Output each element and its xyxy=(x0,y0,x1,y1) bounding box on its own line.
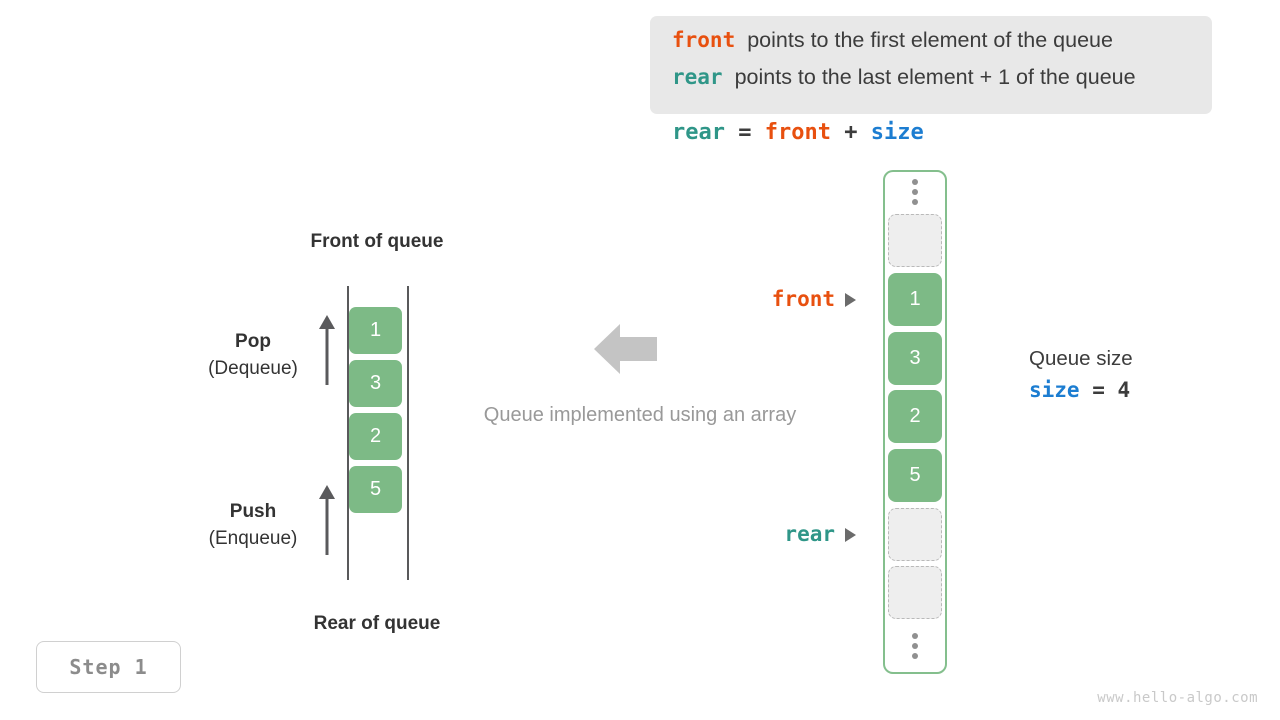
queue-element: 2 xyxy=(349,413,402,460)
array-cell-filled: 1 xyxy=(888,273,942,326)
legend-key-front: front xyxy=(672,28,736,52)
dot xyxy=(912,633,918,639)
dot xyxy=(912,179,918,185)
formula-term-front: front xyxy=(764,120,831,145)
left-arrow-icon xyxy=(594,324,657,374)
queue-element: 1 xyxy=(349,307,402,354)
queue-size-title: Queue size xyxy=(1029,347,1133,370)
array-cell-empty xyxy=(888,566,942,619)
array-cell-filled: 2 xyxy=(888,390,942,443)
formula-term-rear: rear xyxy=(672,120,725,145)
push-up-arrow-icon xyxy=(319,485,335,555)
legend-text-front: points to the first element of the queue xyxy=(747,28,1113,52)
pop-operation-label: Pop (Dequeue) xyxy=(173,329,333,383)
formula-equals: = xyxy=(724,120,765,145)
rear-pointer-label: rear xyxy=(784,522,835,546)
center-caption: Queue implemented using an array xyxy=(483,404,797,426)
queue-element: 5 xyxy=(349,466,402,513)
dot xyxy=(912,189,918,195)
legend-line-rear: rear points to the last element + 1 of t… xyxy=(672,65,1192,102)
pop-label-main: Pop xyxy=(235,331,271,352)
formula-rear-equals-front-plus-size: rear = front + size xyxy=(672,120,924,145)
watermark: www.hello-algo.com xyxy=(1097,690,1258,706)
legend-box: front points to the first element of the… xyxy=(650,16,1212,114)
legend-line-front: front points to the first element of the… xyxy=(672,28,1192,65)
tube-wall-left xyxy=(347,286,349,580)
array-cell-filled: 3 xyxy=(888,332,942,385)
pop-up-arrow-icon xyxy=(319,315,335,385)
dot xyxy=(912,643,918,649)
front-of-queue-label: Front of queue xyxy=(310,231,444,252)
push-label-main: Push xyxy=(229,501,277,522)
dot xyxy=(912,653,918,659)
push-operation-label: Push (Enqueue) xyxy=(173,499,333,553)
array-ellipsis-top xyxy=(888,174,942,210)
rear-pointer-arrow-icon xyxy=(845,528,856,542)
push-label-sub: (Enqueue) xyxy=(208,528,298,549)
tube-wall-right xyxy=(407,286,409,580)
front-pointer-arrow-icon xyxy=(845,293,856,307)
formula-plus: + xyxy=(830,120,871,145)
queue-size-expression: size = 4 xyxy=(1029,374,1133,407)
pop-label-sub: (Dequeue) xyxy=(208,358,298,379)
legend-text-rear: points to the last element + 1 of the qu… xyxy=(734,65,1136,89)
rear-of-queue-label: Rear of queue xyxy=(313,613,441,634)
queue-element: 3 xyxy=(349,360,402,407)
dot xyxy=(912,199,918,205)
queue-size-var: size xyxy=(1029,378,1080,402)
front-pointer-label: front xyxy=(771,287,835,311)
queue-size-block: Queue size size = 4 xyxy=(1029,343,1133,407)
array-cell-empty xyxy=(888,214,942,267)
legend-key-rear: rear xyxy=(672,65,723,89)
formula-term-size: size xyxy=(870,120,924,145)
array-cell-filled: 5 xyxy=(888,449,942,502)
queue-size-value: = 4 xyxy=(1079,378,1131,402)
array-ellipsis-bottom xyxy=(888,628,942,664)
array-cell-empty xyxy=(888,508,942,561)
step-badge: Step 1 xyxy=(36,641,181,693)
